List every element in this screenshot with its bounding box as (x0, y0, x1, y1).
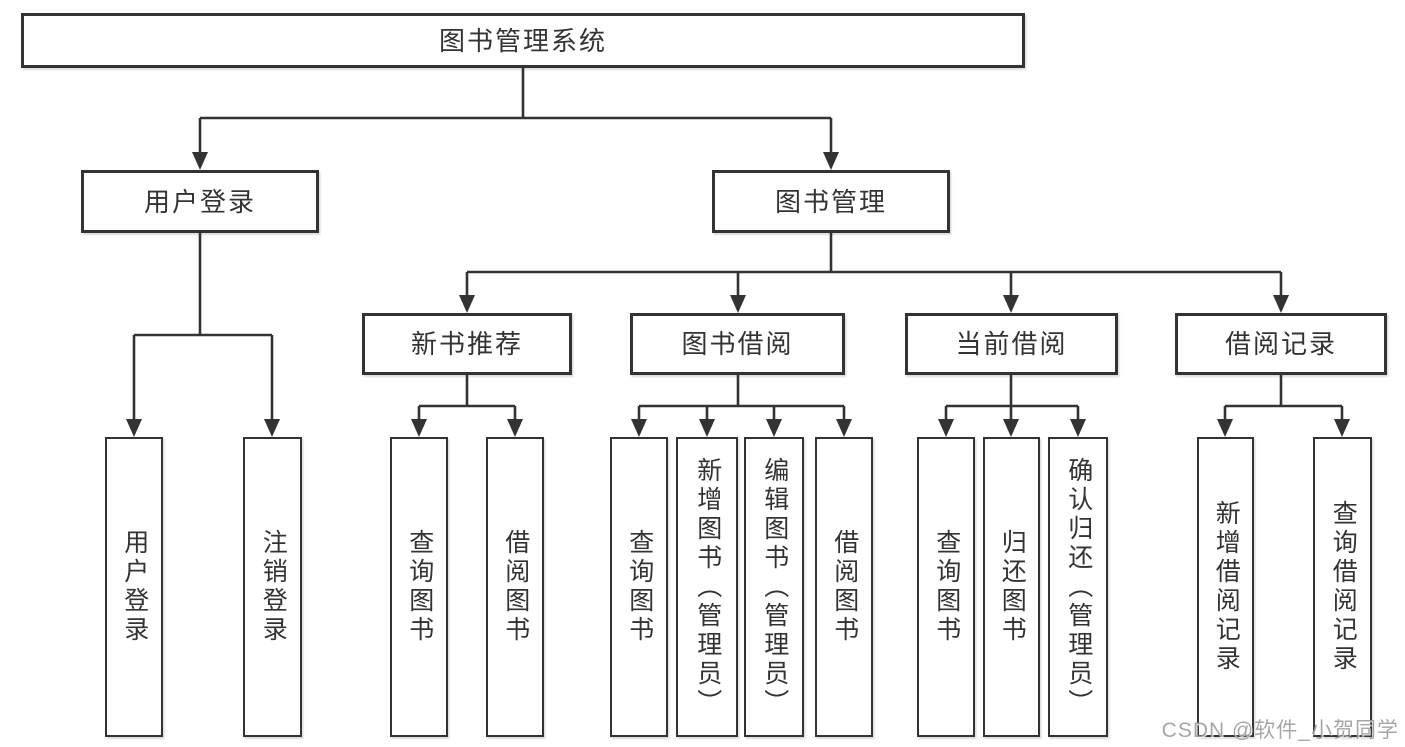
node-label: 新增借阅记录 (1212, 500, 1241, 674)
node-leaf-query-books-2: 查询图书 (610, 437, 668, 737)
node-leaf-query-books-3: 查询图书 (917, 437, 975, 737)
node-leaf-logout: 注销登录 (243, 437, 302, 737)
node-current-borrowing: 当前借阅 (905, 313, 1118, 375)
node-leaf-borrow-books-2: 借阅图书 (815, 437, 873, 737)
node-library-management-system: 图书管理系统 (21, 13, 1025, 68)
node-label: 查询图书 (405, 529, 434, 645)
node-leaf-edit-books-admin: 编辑图书（管理员） (744, 437, 804, 737)
node-label: 归还图书 (998, 529, 1027, 645)
node-leaf-confirm-return-admin: 确认归还（管理员） (1048, 437, 1108, 737)
node-book-management: 图书管理 (712, 170, 950, 233)
node-label: 新增图书（管理员） (693, 456, 722, 718)
node-leaf-add-borrow-record: 新增借阅记录 (1197, 437, 1254, 737)
node-label: 查询图书 (625, 529, 654, 645)
csdn-watermark: CSDN @软件_小贺同学 (1161, 719, 1399, 742)
node-book-borrowing: 图书借阅 (630, 313, 845, 375)
node-user-login-branch: 用户登录 (81, 170, 319, 233)
node-label: 图书管理 (774, 186, 887, 217)
node-label: 注销登录 (259, 529, 288, 645)
node-leaf-add-books-admin: 新增图书（管理员） (676, 437, 738, 737)
node-leaf-borrow-books-1: 借阅图书 (486, 437, 544, 737)
node-label: 图书借阅 (681, 329, 794, 359)
node-label: 用户登录 (120, 529, 149, 645)
node-label: 确认归还（管理员） (1064, 456, 1093, 718)
node-label: 用户登录 (143, 186, 256, 217)
node-label: 当前借阅 (955, 329, 1068, 359)
node-leaf-query-books-1: 查询图书 (390, 437, 448, 737)
node-new-book-recommendation: 新书推荐 (362, 313, 572, 375)
node-label: 图书管理系统 (438, 25, 607, 56)
node-label: 查询图书 (932, 529, 961, 645)
node-label: 新书推荐 (410, 329, 523, 359)
node-label: 编辑图书（管理员） (760, 456, 789, 718)
node-leaf-user-login: 用户登录 (105, 437, 163, 737)
node-leaf-return-books: 归还图书 (983, 437, 1040, 737)
node-leaf-query-borrow-record: 查询借阅记录 (1313, 437, 1372, 737)
node-label: 查询借阅记录 (1329, 500, 1358, 674)
node-label: 借阅记录 (1224, 329, 1337, 359)
node-borrowing-records: 借阅记录 (1175, 313, 1387, 375)
node-label: 借阅图书 (501, 529, 530, 645)
node-label: 借阅图书 (830, 529, 859, 645)
